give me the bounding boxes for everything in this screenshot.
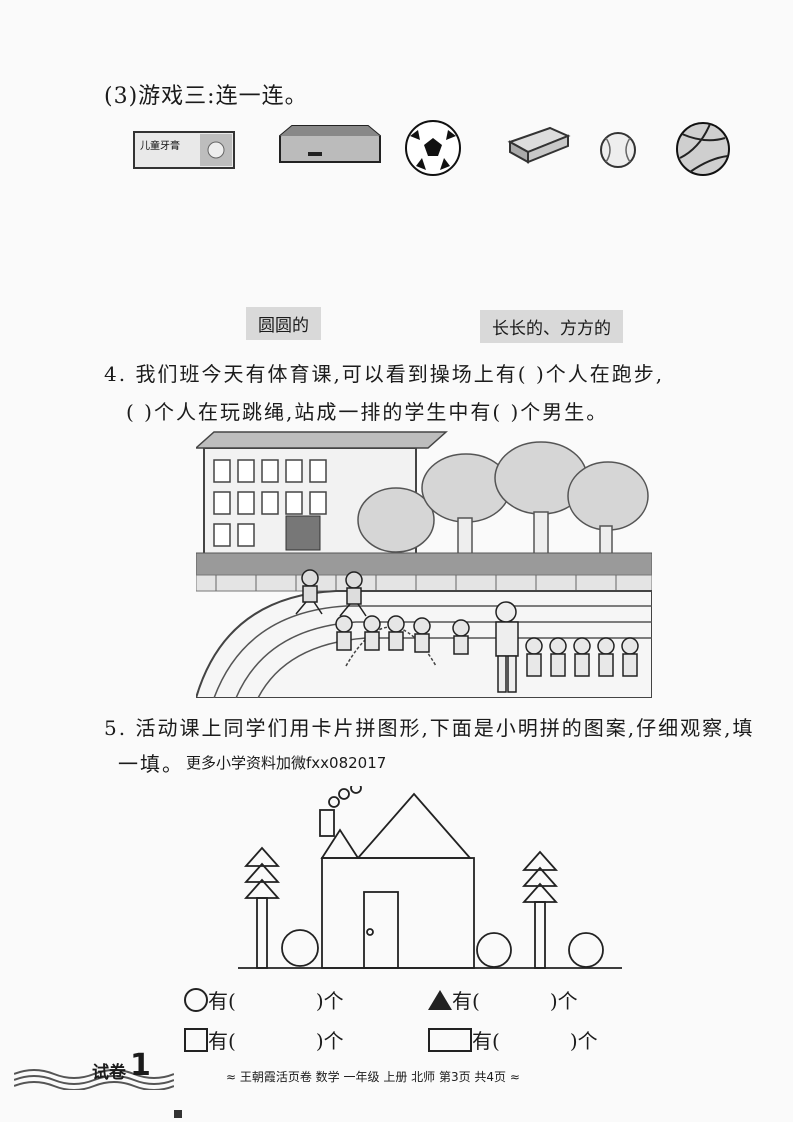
circle-count-row: 有( )个 [184, 985, 344, 1014]
circle-count-pre: 有( [208, 989, 236, 1013]
corner-mark [174, 1110, 182, 1118]
promo-note: 更多小学资料加微fxx082017 [186, 754, 387, 772]
footer-text: ≈ 王朝霞活页卷 数学 一年级 上册 北师 第3页 共4页 ≈ [226, 1070, 520, 1084]
triangle-count-row: 有( )个 [428, 985, 578, 1014]
triangle-count-post: )个 [549, 989, 578, 1013]
footer-wave-decoration [14, 1069, 174, 1090]
toothpaste-label: 儿童牙膏 [140, 139, 180, 152]
students-in-line [525, 637, 639, 677]
circle-count-post: )个 [315, 989, 344, 1013]
objects-row: 儿童牙膏 [133, 120, 730, 176]
footer-badge-number: 1 [130, 1048, 151, 1083]
playground-illustration [196, 431, 652, 698]
round-label: 圆圆的 [246, 307, 321, 340]
circle-shape-icon [184, 988, 208, 1012]
triangle-count-pre: 有( [452, 989, 480, 1013]
trees [357, 441, 649, 559]
toothpaste-box-image: 儿童牙膏 [133, 131, 235, 169]
rectangle-shape-icon [428, 1028, 472, 1052]
rectangle-count-post: )个 [569, 1029, 598, 1053]
jump-rope-children [335, 615, 470, 667]
teacher [495, 601, 519, 693]
square-count-pre: 有( [208, 1029, 236, 1053]
footer-badge-word: 试卷 [92, 1063, 126, 1083]
question-5-line1: 5. 活动课上同学们用卡片拼图形,下面是小明拼的图案,仔细观察,填 [104, 716, 755, 740]
square-shape-icon [184, 1028, 208, 1052]
soccer-ball-image [405, 120, 461, 176]
running-children [295, 569, 367, 617]
square-count-row: 有( )个 [184, 1025, 344, 1054]
rectangle-count-pre: 有( [472, 1029, 500, 1053]
baseball-image [600, 132, 636, 168]
pencil-case-image [279, 125, 381, 163]
eraser-image [507, 126, 571, 164]
question-4-line1: 4. 我们班今天有体育课,可以看到操场上有( )个人在跑步, [104, 362, 665, 386]
square-count-post: )个 [315, 1029, 344, 1053]
question-3-title: (3)游戏三:连一连。 [104, 84, 308, 109]
triangle-shape-icon [428, 990, 452, 1010]
rectangle-count-row: 有( )个 [428, 1025, 598, 1054]
question-4-line2: ( )个人在玩跳绳,站成一排的学生中有( )个男生。 [126, 400, 609, 424]
volleyball-image [676, 122, 730, 176]
question-5-line2: 一填。 [118, 752, 184, 776]
house-pattern-figure [238, 786, 622, 969]
long-square-label: 长长的、方方的 [480, 310, 623, 343]
